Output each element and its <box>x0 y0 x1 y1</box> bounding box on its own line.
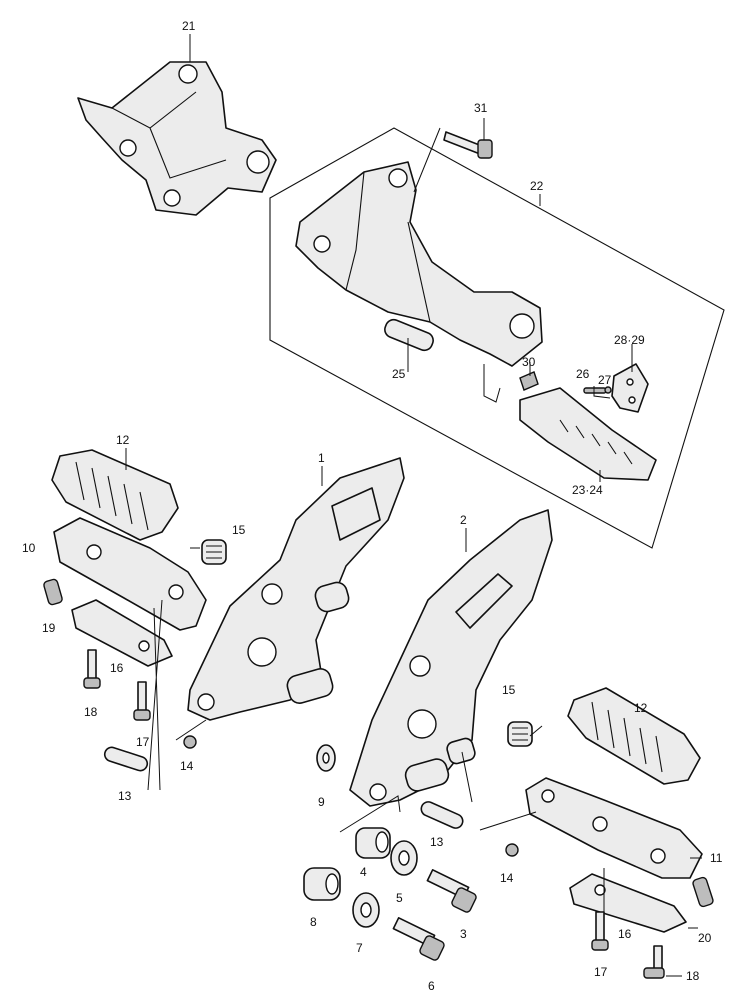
callout-23-24: 23·24 <box>572 483 603 497</box>
callout-18-right: 18 <box>686 969 700 983</box>
part-25-pin <box>384 318 434 352</box>
part-15-spring-right <box>507 721 533 747</box>
leader-lines-left <box>125 448 207 791</box>
part-1-bracket <box>187 457 405 721</box>
callout-15-left: 15 <box>232 523 246 537</box>
callout-27: 27 <box>598 373 612 387</box>
part-16-plate-left <box>71 599 173 667</box>
callout-17-right: 17 <box>594 965 608 979</box>
callout-13-right: 13 <box>430 835 444 849</box>
part-23-24-footpeg <box>519 387 657 481</box>
callout-19: 19 <box>42 621 56 635</box>
assembly-22-frame <box>269 127 725 549</box>
part-16-plate-right <box>569 873 687 933</box>
part-26-27-pin <box>583 386 612 394</box>
callout-21: 21 <box>182 19 196 33</box>
part-13-pin-left <box>103 746 149 772</box>
part-21-rear-bracket <box>77 61 277 216</box>
part-31-bolt <box>443 131 493 159</box>
part-8-collar <box>303 867 341 901</box>
callout-11: 11 <box>710 851 723 865</box>
callout-26: 26 <box>576 367 590 381</box>
part-28-29-plate <box>611 363 649 413</box>
callout-16-right: 16 <box>618 927 632 941</box>
callout-14-left: 14 <box>180 759 194 773</box>
part-7-washer <box>352 892 380 928</box>
callout-10: 10 <box>22 541 36 555</box>
part-10-footpeg-left <box>53 517 207 631</box>
part-3-bolt <box>426 869 477 913</box>
part-22-bracket <box>295 161 543 367</box>
callout-13-left: 13 <box>118 789 132 803</box>
part-11-footpeg-right <box>525 777 703 879</box>
callout-20: 20 <box>698 931 712 945</box>
callout-31: 31 <box>474 101 488 115</box>
callout-28-29: 28·29 <box>614 333 645 347</box>
callout-6: 6 <box>428 979 435 993</box>
callout-18-left: 18 <box>84 705 98 719</box>
callout-1: 1 <box>318 451 325 465</box>
callout-3: 3 <box>460 927 467 941</box>
part-18-bolt-right <box>643 945 665 979</box>
callout-15-right: 15 <box>502 683 516 697</box>
callout-8: 8 <box>310 915 317 929</box>
part-6-bolt <box>392 917 445 961</box>
part-14-clip-left <box>183 735 197 749</box>
part-30-clip <box>519 371 539 391</box>
callout-17-left: 17 <box>136 735 150 749</box>
part-13-pin-right <box>420 801 464 829</box>
callout-12-right: 12 <box>634 701 648 715</box>
leader-lines-top <box>125 34 541 552</box>
callout-16-left: 16 <box>110 661 124 675</box>
part-9-washer <box>316 744 336 772</box>
part-2-bracket <box>349 509 553 807</box>
callout-7: 7 <box>356 941 363 955</box>
callout-labels: 1 2 3 4 5 6 7 8 9 10 11 12 12 13 13 14 1… <box>22 19 723 993</box>
callout-12-left: 12 <box>116 433 130 447</box>
leader-lines-right <box>339 725 702 977</box>
callout-25: 25 <box>392 367 406 381</box>
callout-9: 9 <box>318 795 325 809</box>
part-19-pin-left <box>43 578 63 606</box>
callout-14-right: 14 <box>500 871 514 885</box>
leader-lines-box <box>407 127 633 482</box>
part-20-pin-right <box>692 876 714 908</box>
callout-22: 22 <box>530 179 544 193</box>
callout-30: 30 <box>522 355 536 369</box>
part-4-collar <box>355 827 391 859</box>
part-14-clip-right <box>505 843 519 857</box>
part-12-rubber-left <box>51 449 179 541</box>
part-15-spring-left <box>201 539 227 565</box>
callout-2: 2 <box>460 513 467 527</box>
part-18-bolt-left <box>83 649 101 689</box>
part-17-bolt-left <box>133 681 151 721</box>
part-17-bolt-right <box>591 911 609 951</box>
part-12-rubber-right <box>567 687 701 785</box>
part-5-washer <box>390 840 418 876</box>
callout-5: 5 <box>396 891 403 905</box>
callout-4: 4 <box>360 865 367 879</box>
